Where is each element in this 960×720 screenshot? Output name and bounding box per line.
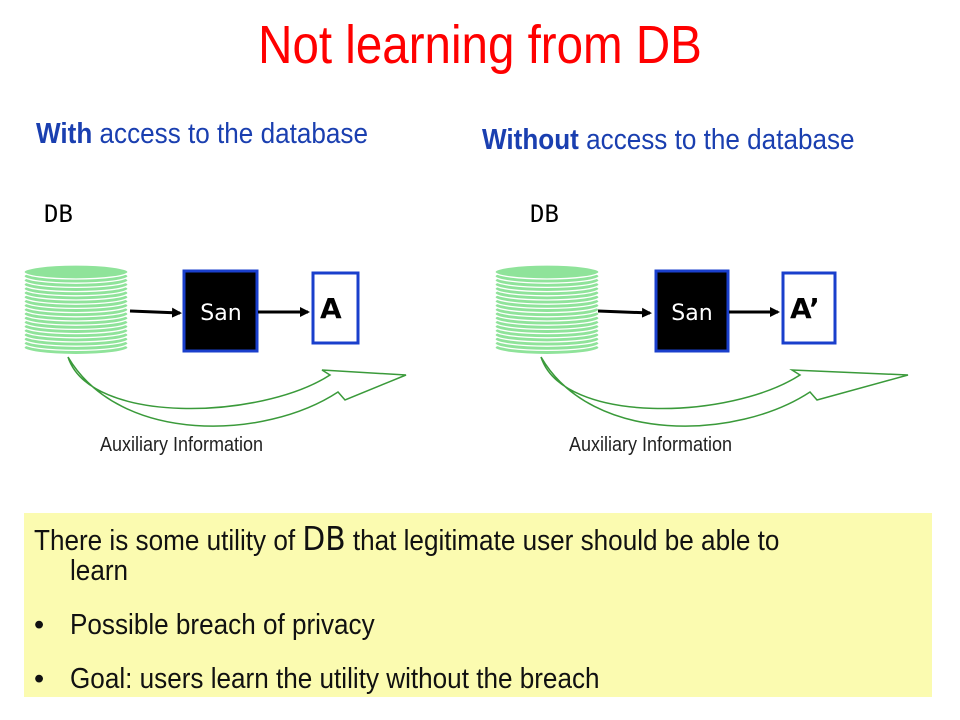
left-aux-label: Auxiliary Information [100, 434, 264, 456]
left-database-stack-icon [23, 264, 129, 356]
left-sanitizer-label: San [200, 301, 241, 326]
left-db-label: DB [44, 200, 73, 228]
right-db-to-san-arrow [597, 307, 652, 318]
right-database-stack-icon [494, 264, 600, 356]
left-db-to-san-arrow [129, 307, 182, 318]
note-line-1: There is some utility of DB that legitim… [34, 519, 779, 558]
note-line-1-continued: learn [70, 555, 129, 587]
right-heading-rest: access to the database [578, 124, 855, 156]
bullet-dot-icon: • [34, 609, 45, 641]
bullet-item: Goal: users learn the utility without th… [70, 663, 600, 695]
database-disk [494, 264, 600, 280]
bullet-dot-icon: • [34, 663, 45, 695]
right-aux-label: Auxiliary Information [569, 434, 733, 456]
left-output-label: A [320, 292, 342, 325]
left-heading-rest: access to the database [92, 118, 368, 150]
right-aux-info-curved-arrow [540, 356, 909, 427]
left-heading-bold: With [36, 118, 93, 150]
right-output-label: A’ [790, 292, 820, 325]
right-sanitizer-label: San [671, 301, 712, 326]
right-sanitizer-box [654, 269, 730, 353]
bullet-item: Possible breach of privacy [70, 609, 375, 641]
note-line-1-pre: There is some utility of [34, 525, 303, 557]
left-aux-info-curved-arrow [67, 356, 407, 427]
right-output-box [781, 271, 837, 345]
left-panel-heading: With access to the database [36, 118, 368, 151]
slide-title: Not learning from DB [258, 15, 702, 75]
note-db-inline: DB [302, 519, 346, 558]
right-heading-bold: Without [482, 124, 579, 156]
left-sanitizer-box [182, 269, 259, 353]
note-line-1-post: that legitimate user should be able to [345, 525, 780, 557]
database-disk [23, 264, 129, 280]
right-db-label: DB [530, 200, 559, 228]
left-output-box [311, 271, 360, 345]
right-panel-heading: Without access to the database [482, 124, 855, 157]
notes-box: There is some utility of DB that legitim… [24, 513, 932, 697]
